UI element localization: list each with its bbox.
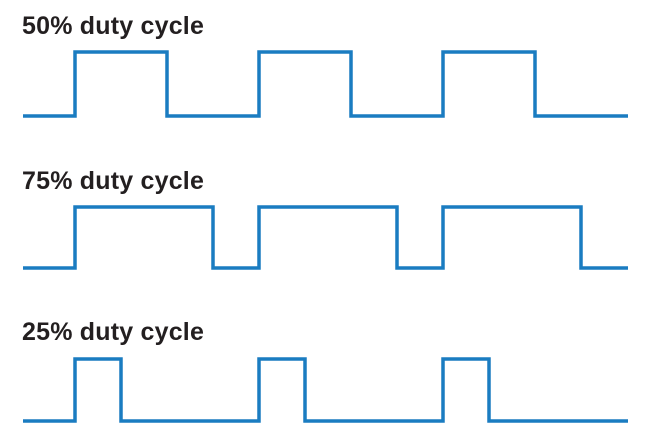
waveform-25-title: 25% duty cycle <box>22 318 205 346</box>
square-wave-trace <box>23 205 628 270</box>
waveform-75-title: 75% duty cycle <box>22 167 205 195</box>
waveform-75-signal <box>23 205 628 270</box>
waveform-50-signal <box>23 50 628 118</box>
waveform-50-title: 50% duty cycle <box>22 12 205 40</box>
square-wave-trace <box>23 50 628 118</box>
square-wave-trace <box>23 357 628 423</box>
waveform-75: 75% duty cycle <box>22 167 628 270</box>
waveform-50: 50% duty cycle <box>0 0 650 140</box>
